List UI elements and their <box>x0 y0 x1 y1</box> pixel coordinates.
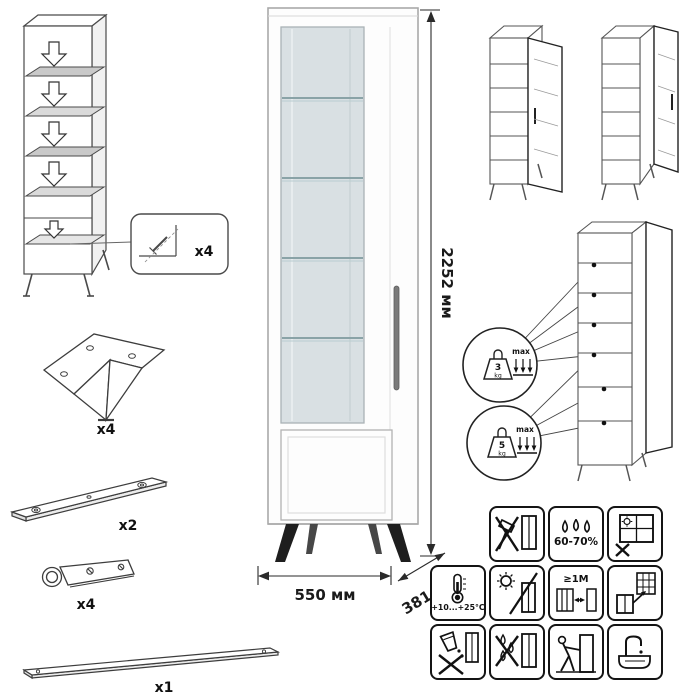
fastener-detail-callout <box>130 213 229 275</box>
no-hammer-icon <box>494 515 537 552</box>
bottom-shelf-load-unit: kg <box>498 451 506 458</box>
insert-arrow-icons <box>40 41 68 239</box>
bottom-door <box>280 429 393 521</box>
rail-qty-label: x2 <box>119 518 138 534</box>
rail-part-figure: x2 <box>9 477 169 534</box>
care-cell-humidity: 60-70% <box>548 506 604 562</box>
no-direct-sunlight-icon <box>497 572 538 615</box>
door-swing-right-cabinet <box>600 24 679 201</box>
fastener-qty-label: x4 <box>195 244 214 260</box>
door-swing-figure <box>488 24 679 201</box>
window-ventilation-icon <box>615 514 654 557</box>
shelf-markers <box>591 262 607 426</box>
rail-holes <box>31 481 147 514</box>
no-wet-cleaning-icon <box>495 633 537 668</box>
screw-holes <box>60 345 136 377</box>
bottom-shelf-load-value: 5 <box>499 441 505 451</box>
handle-part-figure: x1 <box>22 647 281 696</box>
glass-shelf-load-value: 3 <box>495 363 501 373</box>
handle-qty-label: x1 <box>155 680 174 696</box>
width-dim-label: 550 мм <box>294 586 355 604</box>
screw-detail-icon <box>139 225 179 263</box>
min-distance-value: ≥1M <box>563 573 589 585</box>
radiator-distance-icon <box>556 587 597 612</box>
glass-shelf-load-badge: 3 kg max <box>462 327 538 403</box>
wireframe-legs <box>23 249 110 297</box>
care-cell-no-hammer <box>489 506 545 562</box>
cabinet-legs <box>275 524 411 562</box>
leg-part-figure: x4 <box>42 333 166 438</box>
door-handle <box>393 285 400 391</box>
care-cell-sink <box>607 624 663 680</box>
load-cabinet <box>576 220 673 482</box>
care-cell-carry <box>548 624 604 680</box>
bottom-shelf-load-max: max <box>516 425 534 434</box>
shelves <box>24 66 106 245</box>
care-cell-window <box>607 506 663 562</box>
glass-shelf-load-unit: kg <box>494 373 502 380</box>
no-spill-icon <box>438 630 479 675</box>
weight-icon <box>486 436 518 458</box>
care-cell-heater-distance: ≥1M <box>548 565 604 621</box>
hinge-screws <box>69 563 135 588</box>
humidity-value: 60-70% <box>553 536 599 549</box>
wall-anchor-icon <box>616 572 656 614</box>
carry-cabinet-icon <box>556 634 596 673</box>
glass-shelf-load-max: max <box>512 347 530 356</box>
glass-door <box>280 26 365 424</box>
height-dim-label: 2252 мм <box>438 247 456 319</box>
hinge-part-figure: x4 <box>41 559 135 613</box>
care-cell-wall-anchor <box>607 565 663 621</box>
leg-qty-label: x4 <box>97 422 116 438</box>
weight-icon <box>482 358 514 380</box>
door-swing-left-cabinet <box>488 24 563 201</box>
glass-shelves <box>282 97 363 339</box>
care-cell-no-spill <box>430 624 486 680</box>
care-cell-temperature: +10...+25°C <box>430 565 486 621</box>
sink-icon <box>618 635 651 669</box>
width-dimension <box>257 566 392 585</box>
main-cabinet-figure: 2252 мм 550 мм 381 мм <box>257 7 460 618</box>
temperature-range: +10...+25°C <box>431 603 485 613</box>
shelf-assembly-figure: x4 <box>22 13 229 297</box>
care-cell-no-sunlight <box>489 565 545 621</box>
hinge-qty-label: x4 <box>77 597 96 613</box>
water-drops-icon <box>561 519 591 534</box>
thermometer-icon <box>451 573 466 604</box>
care-cell-no-wet-cleaning <box>489 624 545 680</box>
load-limit-figure: 3 kg max 5 kg max <box>462 220 673 482</box>
bottom-shelf-load-badge: 5 kg max <box>466 405 542 481</box>
